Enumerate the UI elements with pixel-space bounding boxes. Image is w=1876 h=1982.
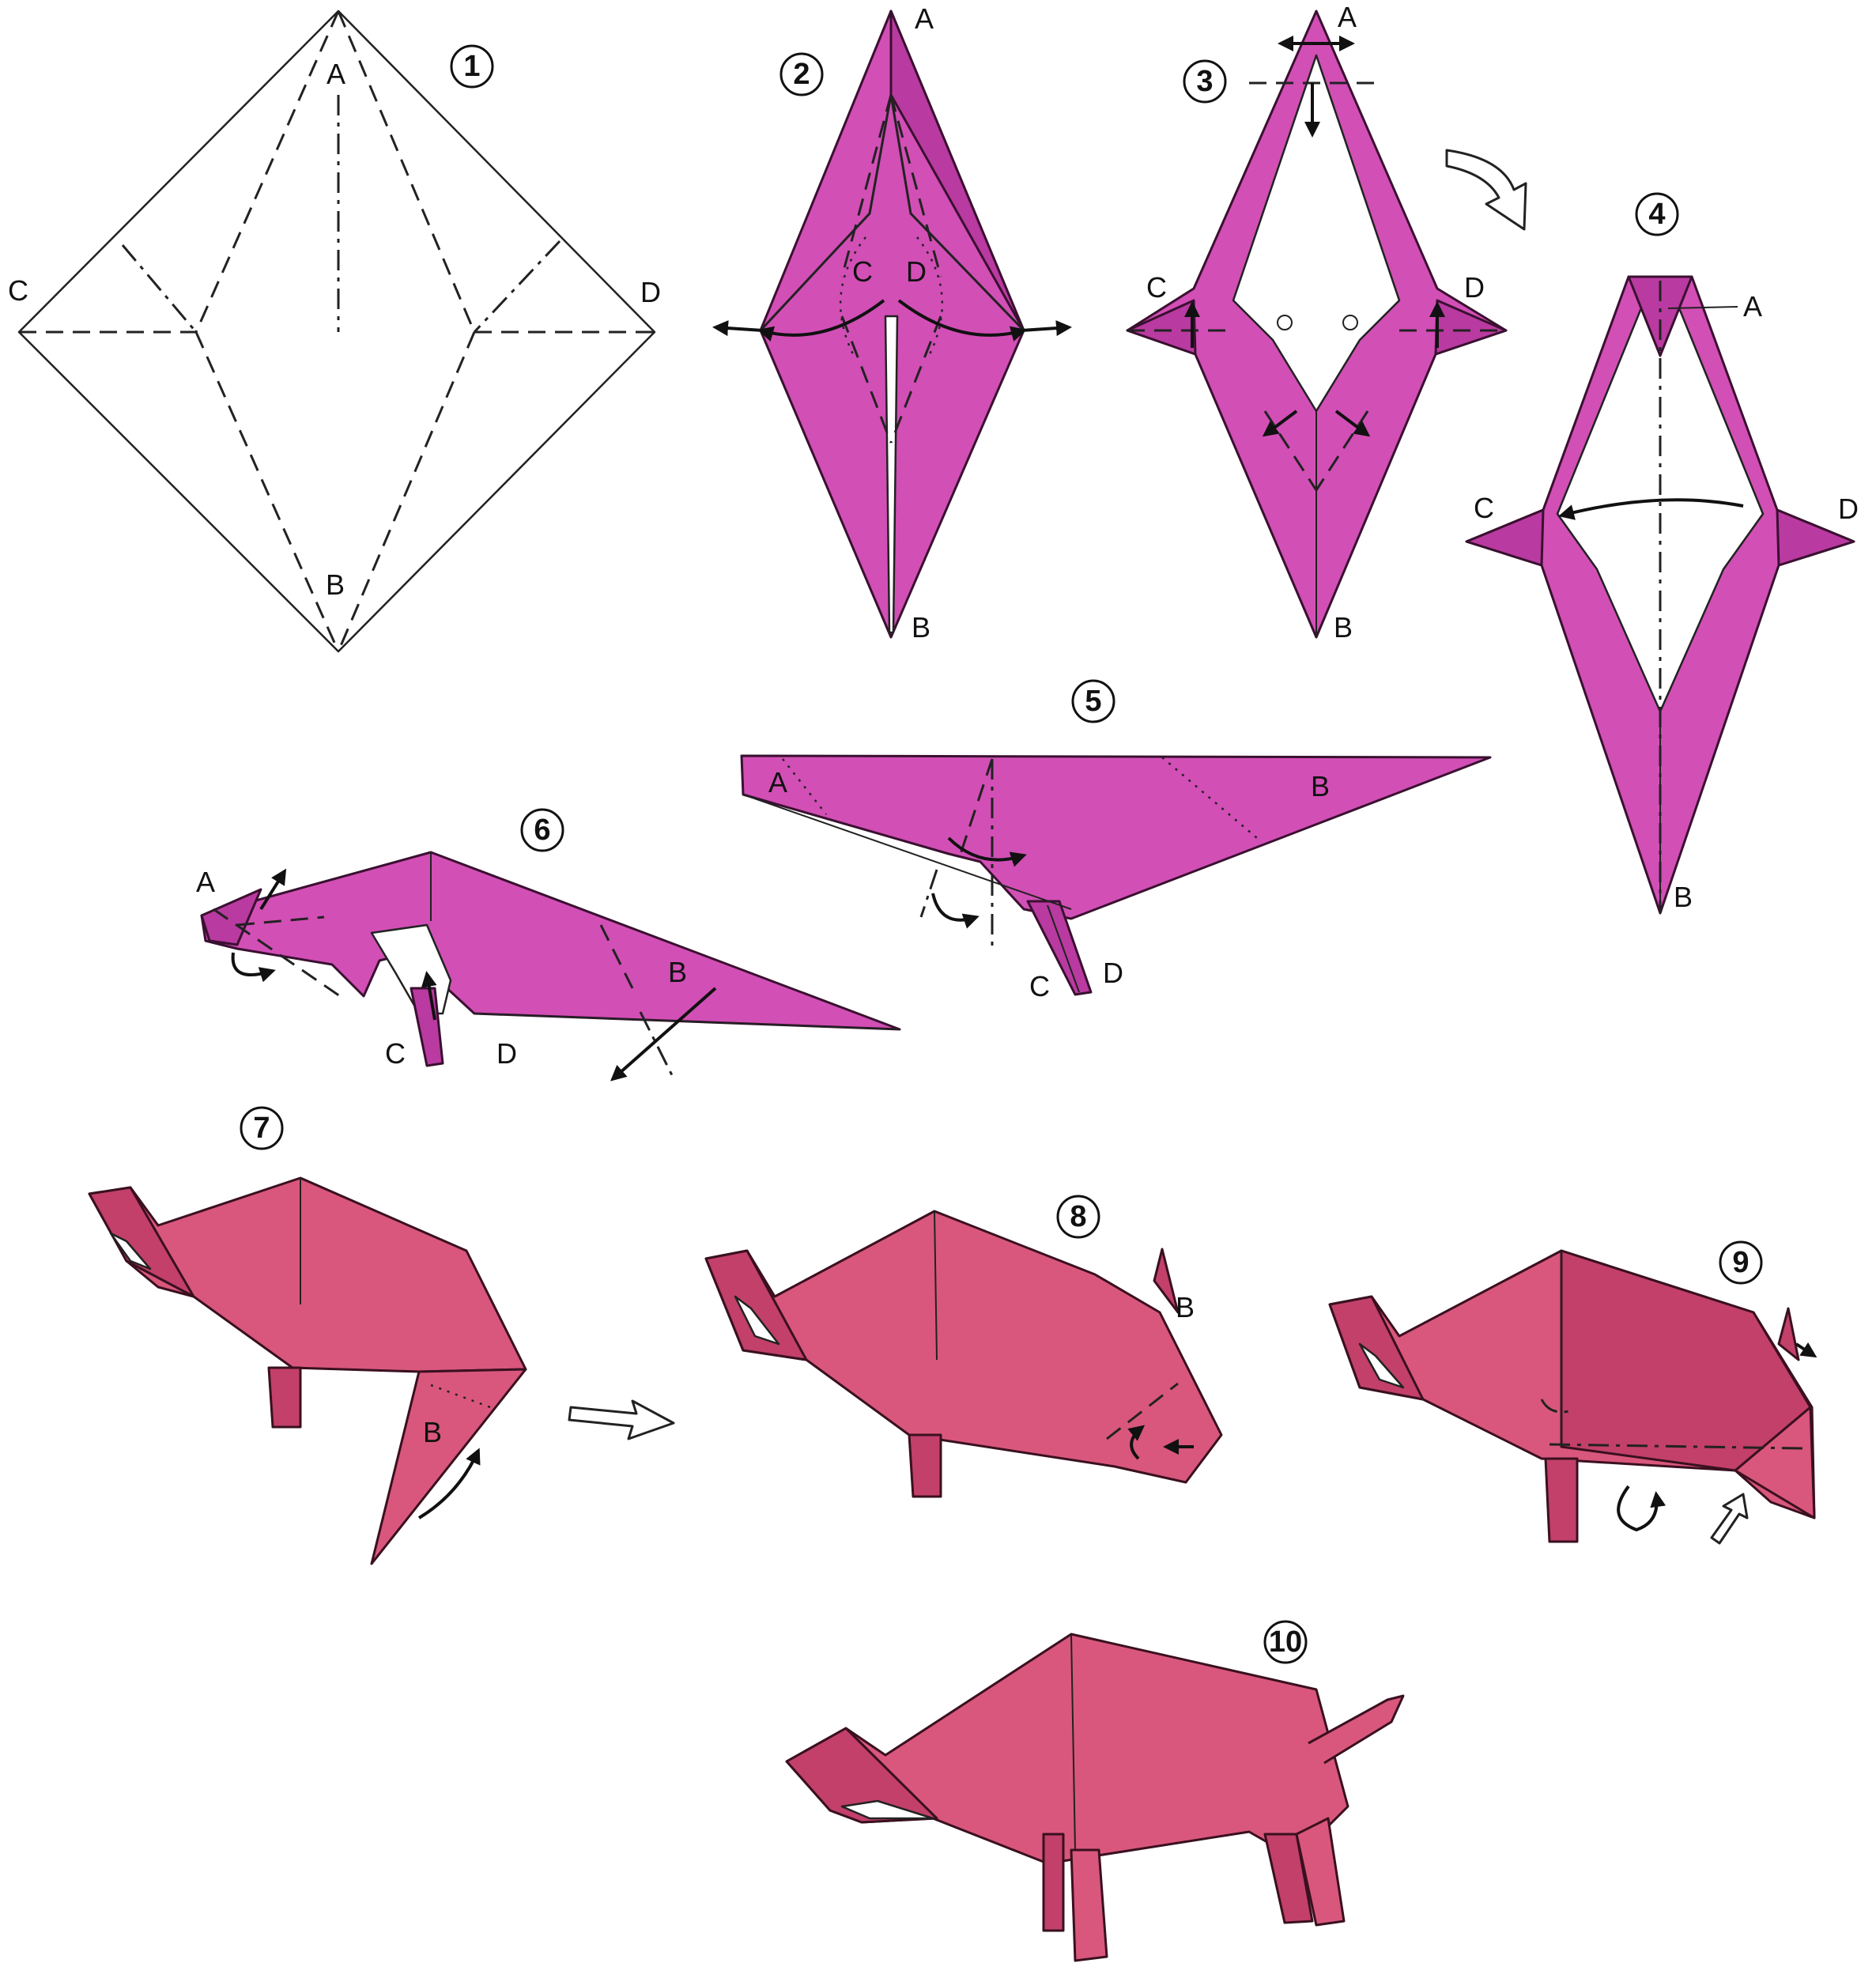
step-9-push-arrow <box>1712 1494 1747 1543</box>
step-6-number: 6 <box>534 814 550 847</box>
step-2-number: 2 <box>793 58 810 91</box>
step-7-label-b: B <box>423 1416 442 1448</box>
step-4-label-d: D <box>1838 493 1859 525</box>
step-5-tuck-arrow <box>933 893 976 920</box>
step-6-label-d: D <box>496 1037 517 1070</box>
step-4: 4 A B C D <box>1466 194 1859 913</box>
step-5-folded-body <box>742 756 1490 919</box>
step-3-label-c: C <box>1146 271 1167 304</box>
step-10-number: 10 <box>1269 1625 1302 1659</box>
step-2-pull-arrow <box>1021 327 1069 330</box>
step-1-label-a: A <box>327 58 345 90</box>
step-1-label-d: D <box>640 276 661 308</box>
step-2-pull-arrow <box>715 327 763 330</box>
step-4-label-c: C <box>1474 492 1494 524</box>
step-6-label-c: C <box>385 1037 406 1070</box>
step-4-label-a: A <box>1743 290 1762 323</box>
step-5-number: 5 <box>1085 685 1101 718</box>
step-5-label-b: B <box>1311 770 1330 802</box>
finished-elephant-front-leg <box>1071 1850 1107 1961</box>
step-8-front-leg <box>909 1435 941 1497</box>
step-3-label-b: B <box>1334 611 1353 644</box>
step-3-number: 3 <box>1196 65 1213 98</box>
step-9: 9 <box>1330 1242 1814 1543</box>
finished-elephant-front-leg <box>1044 1834 1063 1931</box>
step-4-label-b: B <box>1674 881 1693 913</box>
step-5-label-c: C <box>1029 970 1050 1002</box>
finished-elephant-body <box>787 1634 1348 1863</box>
step-8: 8 B <box>706 1196 1221 1497</box>
transition-arrow <box>569 1401 674 1439</box>
step-7: 7 B <box>89 1108 526 1564</box>
step-6-label-a: A <box>196 866 215 898</box>
step-9-tail-point <box>1779 1308 1799 1360</box>
step-8-label-b: B <box>1176 1291 1195 1323</box>
step-5: 5 A B C D <box>742 681 1490 1002</box>
step-5-label-d: D <box>1103 957 1123 989</box>
step-10: 10 <box>787 1621 1403 1961</box>
step-3: 3 A B C D <box>1127 1 1506 644</box>
step-9-number: 9 <box>1732 1246 1749 1279</box>
step-9-tail-arrow <box>1796 1344 1814 1356</box>
step-7-tail-flap <box>372 1369 526 1564</box>
step-6-label-b: B <box>668 956 687 988</box>
step-2-label-d: D <box>906 255 927 288</box>
step-6-folded-body <box>202 852 900 1029</box>
step-3-label-a: A <box>1338 1 1357 33</box>
step-2-label-c: C <box>852 255 873 288</box>
step-2-label-b: B <box>912 611 930 644</box>
step-7-front-leg <box>269 1368 300 1427</box>
step-1-number: 1 <box>463 50 480 83</box>
transition-arrow <box>1447 150 1526 229</box>
step-8-number: 8 <box>1070 1200 1086 1233</box>
step-5-label-a: A <box>768 766 787 798</box>
step-9-tuck-arrow <box>1618 1486 1657 1530</box>
step-1-label-c: C <box>8 274 28 307</box>
step-7-number: 7 <box>253 1112 270 1145</box>
step-2-label-a: A <box>915 2 934 35</box>
step-8-tail-point <box>1154 1249 1178 1312</box>
step-3-label-d: D <box>1464 271 1485 304</box>
step-6: 6 A B C D <box>196 810 900 1079</box>
step-9-front-leg <box>1546 1459 1577 1542</box>
step-2: 2 A B C D <box>715 2 1069 644</box>
step-1-label-b: B <box>326 568 345 601</box>
step-1: 1 A B C D <box>8 11 661 651</box>
step-4-number: 4 <box>1648 198 1665 231</box>
step-6-tuck-arrow <box>233 953 273 975</box>
